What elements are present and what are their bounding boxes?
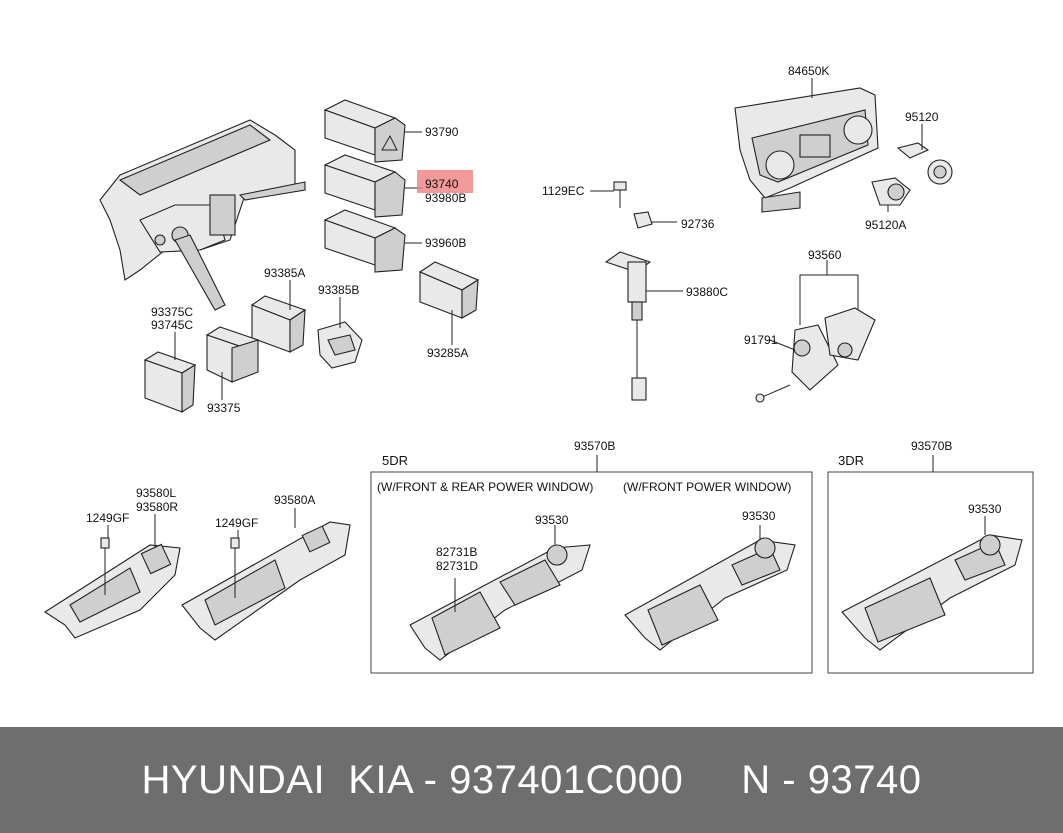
- box-3dr: [827, 471, 1034, 674]
- label-1249GF-a: 1249GF: [86, 511, 129, 525]
- label-93530-b: 93530: [742, 509, 776, 523]
- switch-93385B: [317, 321, 363, 369]
- label-93570B-5dr: 93570B: [574, 439, 615, 453]
- lighter-95120A: [871, 177, 911, 206]
- label-95120: 95120: [905, 110, 939, 124]
- switch-93740: [323, 154, 406, 218]
- label-93570B-3dr: 93570B: [911, 439, 952, 453]
- label-93530-a: 93530: [535, 513, 569, 527]
- switch-93285A: [418, 261, 480, 319]
- lighter-95120: [896, 142, 953, 185]
- armrest-93580A: [181, 521, 351, 641]
- label-82731B: 82731B: [436, 545, 477, 559]
- label-93375: 93375: [207, 401, 241, 415]
- label-82731D: 82731D: [436, 559, 478, 573]
- label-93580L: 93580L: [136, 486, 176, 500]
- switch-93375C: [143, 351, 197, 414]
- footer-bar: HYUNDAI KIA - 937401C000 N - 93740: [0, 727, 1063, 833]
- switch-93560: [755, 274, 876, 403]
- label-93880C: 93880C: [686, 285, 728, 299]
- armrest-3dr: [841, 516, 1023, 651]
- highlight-93740: [417, 170, 473, 193]
- label-93745C: 93745C: [151, 318, 193, 332]
- label-front-rear-window: (W/FRONT & REAR POWER WINDOW): [377, 480, 593, 494]
- label-1129EC: 1129EC: [542, 184, 585, 198]
- label-1249GF-b: 1249GF: [215, 516, 258, 530]
- label-93580A: 93580A: [274, 493, 315, 507]
- label-front-window: (W/FRONT POWER WINDOW): [623, 480, 791, 494]
- switch-93790: [323, 99, 406, 163]
- label-93530-c: 93530: [968, 502, 1002, 516]
- label-92736: 92736: [681, 217, 715, 231]
- label-93790: 93790: [425, 125, 459, 139]
- box-5dr: [370, 471, 813, 674]
- part-labels: 84650K 95120 95120A 93790 93740 93980B 9…: [86, 64, 1002, 573]
- switch-93375: [205, 326, 260, 383]
- label-93560: 93560: [808, 248, 842, 262]
- footer-part-number: HYUNDAI KIA - 937401C000 N - 93740: [141, 757, 922, 802]
- label-box-5dr: 5DR: [382, 453, 408, 468]
- label-93740: 93740: [425, 177, 459, 191]
- switch-93960B: [323, 209, 406, 273]
- parts-diagram: 84650K 95120 95120A 93790 93740 93980B 9…: [43, 64, 1034, 674]
- label-93375C: 93375C: [151, 305, 193, 319]
- label-93580R: 93580R: [136, 500, 178, 514]
- label-box-3dr: 3DR: [838, 453, 864, 468]
- sensor-93880C: [604, 181, 653, 401]
- label-93385B: 93385B: [318, 283, 359, 297]
- armrest-93580L: [43, 537, 181, 639]
- armrest-5dr-front: [624, 525, 796, 651]
- label-93385A: 93385A: [264, 266, 305, 280]
- armrest-5dr-front-rear: [409, 525, 591, 661]
- label-93960B: 93960B: [425, 236, 466, 250]
- heater-control-84650K: [734, 87, 879, 213]
- switch-93385A: [250, 295, 307, 353]
- dashboard-illustration: [99, 119, 306, 311]
- label-93980B: 93980B: [425, 191, 466, 205]
- label-93285A: 93285A: [427, 346, 468, 360]
- label-95120A: 95120A: [865, 218, 906, 232]
- leader-lines: [107, 78, 923, 548]
- label-91791: 91791: [744, 333, 778, 347]
- label-84650K: 84650K: [788, 64, 829, 78]
